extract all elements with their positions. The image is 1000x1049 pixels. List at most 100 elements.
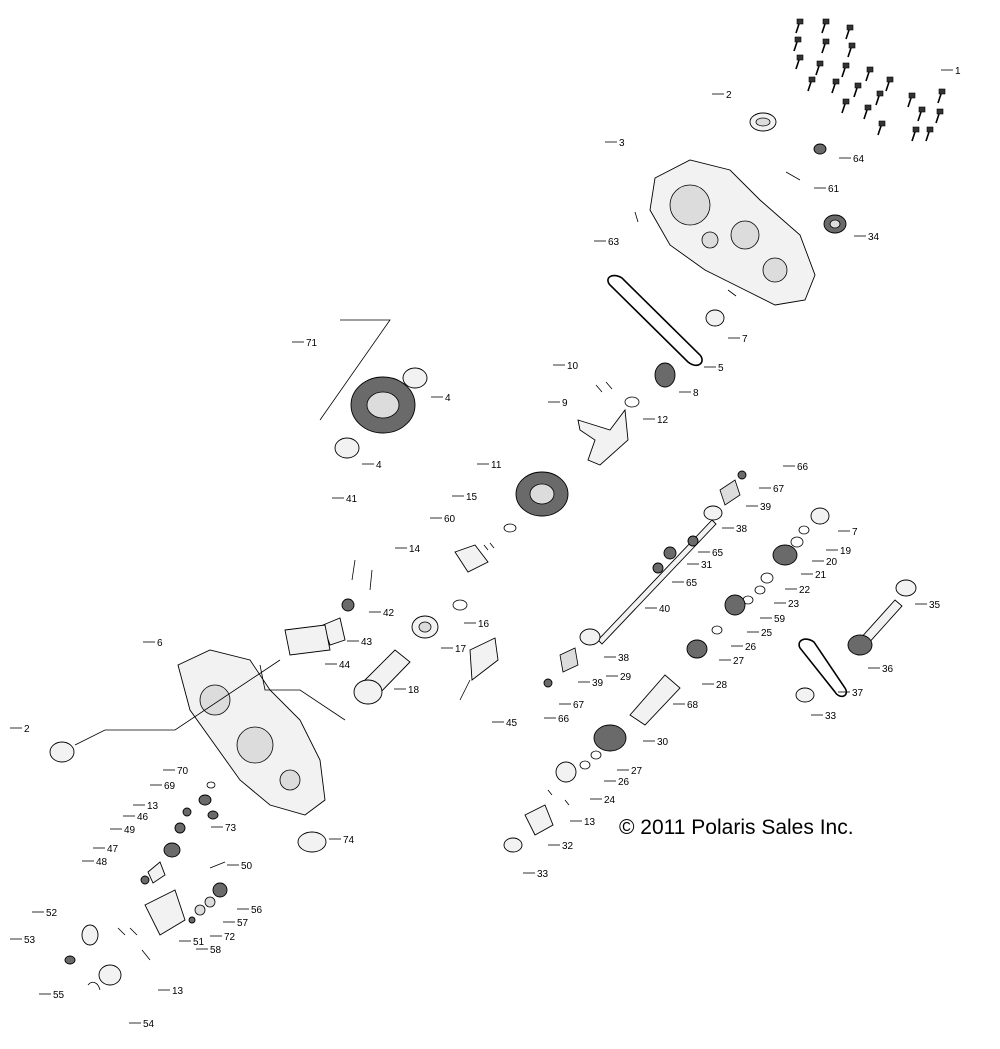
gear-21 [772,544,798,566]
part-52 [81,924,99,946]
callout-61: 61 [828,184,840,195]
bearing-54 [98,964,122,986]
left-crankcase [177,649,326,816]
callout-56: 56 [251,905,263,916]
callout-43: 43 [361,637,373,648]
gear-8 [654,362,676,388]
bolt-7 [795,54,804,70]
fork-38-upper [703,505,723,521]
seal-33-lower [503,837,523,853]
callout-66-lower: 66 [558,714,570,725]
bolt-6 [847,42,856,58]
callout-52: 52 [46,908,58,919]
callout-65-lower: 65 [686,578,698,589]
callout-67-upper: 67 [773,484,785,495]
bolt-14 [853,82,862,98]
callout-51: 51 [193,937,205,948]
callout-13-center: 13 [584,817,596,828]
fork-38-lower [579,628,601,646]
part-73 [207,810,219,820]
part-47 [147,861,166,884]
part-48 [140,875,150,885]
bolt-23 [935,108,944,124]
part-13-lower [141,949,151,961]
callout-57: 57 [237,918,249,929]
callout-26-upper: 26 [745,642,757,653]
part-42 [341,598,355,612]
part-13-upper [182,807,192,817]
part-69 [198,794,212,806]
callout-69: 69 [164,781,176,792]
callout-20: 20 [826,557,838,568]
callout-70: 70 [177,766,189,777]
bolt-11 [885,76,894,92]
bolt-15 [875,90,884,106]
callout-65-upper: 65 [712,548,724,559]
callout-48: 48 [96,857,108,868]
plate-14 [454,544,489,573]
bolt-22 [925,126,934,142]
housing-51 [144,889,186,936]
bearing-4-upper [402,367,428,389]
bolt-10 [865,66,874,82]
seal-lower [49,741,75,763]
shaft-40 [597,519,717,645]
callout-30: 30 [657,737,669,748]
callout-36: 36 [882,664,894,675]
part-72 [194,904,206,916]
callout-39-lower: 39 [592,678,604,689]
bolt-16 [841,98,850,114]
callout-53: 53 [24,935,36,946]
washer-12 [624,396,640,408]
bolt-5 [821,38,830,54]
bolt-12 [807,76,816,92]
callout-46: 46 [137,812,149,823]
right-crankcase [649,159,816,306]
gear-30 [593,724,627,752]
callout-22: 22 [799,585,811,596]
callout-42: 42 [383,608,395,619]
callout-14: 14 [409,544,421,555]
callout-10: 10 [567,361,579,372]
callout-64: 64 [853,154,865,165]
callout-38-lower: 38 [618,653,630,664]
callout-18: 18 [408,685,420,696]
bolt-3 [845,24,854,40]
callout-2-top: 2 [726,90,732,101]
bearing-4-lower [334,437,360,459]
callout-labels: 1 2 2 3 4 4 5 6 7 7 8 9 10 11 12 13 13 1… [24,66,961,1030]
part-44 [284,624,331,656]
callout-67-lower: 67 [573,700,585,711]
callout-8: 8 [693,388,699,399]
callout-55: 55 [53,990,65,1001]
callout-40: 40 [659,604,671,615]
callout-29: 29 [620,672,632,683]
callout-4-upper: 4 [445,393,451,404]
shaft-29 [629,674,681,726]
bolt-cluster [793,18,946,142]
part-55 [87,981,101,991]
callout-33-upper: 33 [825,711,837,722]
callout-4-lower: 4 [376,460,382,471]
spring-39-upper [719,479,741,506]
bolt-2 [821,18,830,34]
bolt-4 [793,36,802,52]
callout-63: 63 [608,237,620,248]
callout-9: 9 [562,398,568,409]
washer-15 [503,523,517,533]
callout-17: 17 [455,644,467,655]
bolt-20 [917,106,926,122]
part-56 [212,882,228,898]
part-31 [663,546,677,560]
callout-11: 11 [491,460,502,471]
callout-58: 58 [210,945,222,956]
bolt-21 [911,126,920,142]
chain-37 [798,638,848,698]
callout-45: 45 [506,718,518,729]
part-49 [163,842,181,858]
callout-49: 49 [124,825,136,836]
gear-25 [724,594,746,616]
part-70 [206,781,216,789]
callout-28: 28 [716,680,728,691]
